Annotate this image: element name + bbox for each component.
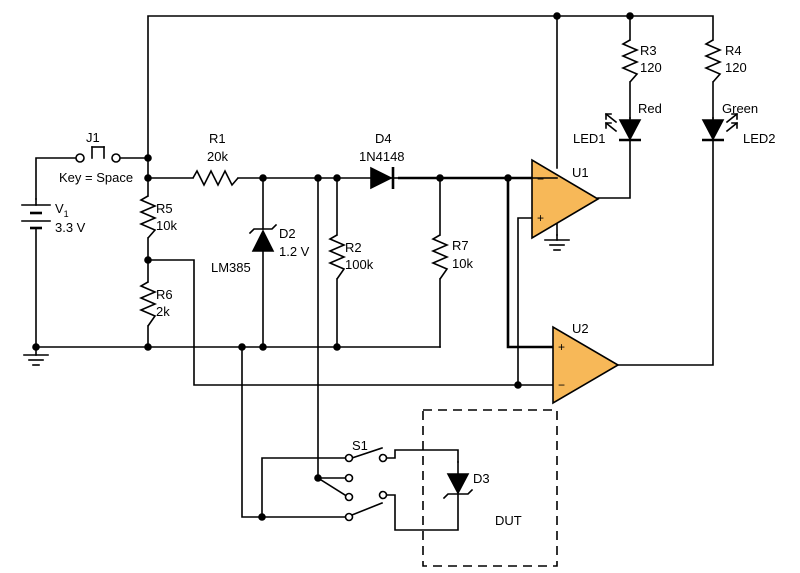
r6-resistor: R6 2k [138,281,173,327]
r5-value: 10k [156,218,177,233]
dut-box: DUT [422,409,558,567]
r3-label: R3 [640,43,657,58]
dut-label: DUT [495,513,522,528]
s1-switch: S1 [344,438,388,522]
d2-zener-diode: D2 1.2 V LM385 [211,223,310,275]
u2-inverting-pin-mark: − [558,378,565,392]
led1-label: LED1 [573,131,606,146]
s1-contact [344,473,354,483]
r7-label: R7 [452,238,469,253]
led2-color-label: Green [722,101,758,116]
s1-contact [344,453,354,463]
led1-color-label: Red [638,101,662,116]
s1-contact [378,490,388,500]
s1-contact [344,492,354,502]
r3-resistor: R3 120 [620,39,662,83]
r4-label: R4 [725,43,742,58]
d4-label: D4 [375,131,392,146]
junction-dot [333,174,341,182]
v1-battery: V1 3.3 V [21,198,86,235]
r5-resistor: R5 10k [138,195,177,239]
junction-dot [144,343,152,351]
junction-dot [259,343,267,351]
r1-resistor: R1 20k [192,131,239,187]
r7-value: 10k [452,256,473,271]
r2-resistor: R2 100k [327,234,374,280]
d2-value: 1.2 V [279,244,310,259]
junction-dot [436,174,444,182]
wires [35,15,714,531]
j1-label: J1 [86,130,100,145]
v1-label: V1 [55,201,69,219]
r6-value: 2k [156,304,170,319]
u2-label: U2 [572,321,589,336]
u1-noninverting-pin-mark: + [537,211,544,225]
led2-green: Green LED2 [701,101,776,146]
r1-value: 20k [207,149,228,164]
led2-label: LED2 [743,131,776,146]
junction-dot [504,174,512,182]
junction-dot [144,256,152,264]
u1-label: U1 [572,165,589,180]
d4-value: 1N4148 [359,149,405,164]
junction-dots [32,12,634,521]
r4-resistor: R4 120 [703,39,747,83]
r5-label: R5 [156,201,173,216]
junction-dot [259,174,267,182]
j1-pushbutton: J1 Key = Space [59,130,133,185]
s1-contact [344,512,354,522]
ground-symbol-u1 [544,239,570,251]
junction-dot [314,474,322,482]
junction-dot [333,343,341,351]
j1-key-label: Key = Space [59,170,133,185]
r3-value: 120 [640,60,662,75]
v1-value: 3.3 V [55,220,86,235]
r7-resistor: R7 10k [430,234,473,280]
junction-dot [238,343,246,351]
d3-label: D3 [473,471,490,486]
junction-dot [514,381,522,389]
r6-label: R6 [156,287,173,302]
u2-noninverting-pin-mark: + [558,340,565,354]
u1-inverting-pin-mark: − [537,172,544,186]
led1-red: Red LED1 [573,101,662,146]
junction-dot [626,12,634,20]
r4-value: 120 [725,60,747,75]
d2-label: D2 [279,226,296,241]
u1-opamp: − + U1 [531,158,600,240]
junction-dot [144,174,152,182]
r2-value: 100k [345,257,374,272]
d4-diode: D4 1N4148 [359,131,405,190]
u2-opamp: + − U2 [552,321,620,405]
ground-symbol-left [23,346,49,366]
junction-dot [144,154,152,162]
junction-dot [314,174,322,182]
d2-part-label: LM385 [211,260,251,275]
r2-label: R2 [345,240,362,255]
r1-label: R1 [209,131,226,146]
s1-label: S1 [352,438,368,453]
s1-contact [378,453,388,463]
led1-light-arrows-icon [604,112,618,133]
junction-dot [258,513,266,521]
junction-dot [553,12,561,20]
d3-zener-diode: D3 [442,461,490,500]
led2-light-arrows-icon [725,112,739,133]
